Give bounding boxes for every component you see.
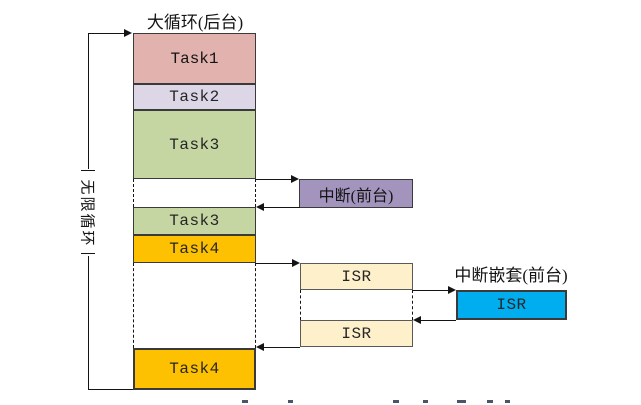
isr-return-arrowhead-icon — [256, 343, 264, 351]
interrupt-box: 中断(前台) — [299, 179, 413, 208]
task4-resumed-label: Task4 — [169, 360, 220, 378]
interrupt-label: 中断(前台) — [318, 187, 394, 205]
interrupt-call-arrowhead-icon — [291, 175, 299, 183]
nested-return-arrowhead-icon — [413, 316, 421, 324]
task4-block: Task4 — [133, 235, 256, 263]
nested-interrupt-title: 中断嵌套(前台) — [454, 266, 568, 285]
loop-bottom-line — [88, 389, 134, 390]
isr-call-arrowhead-icon — [292, 259, 300, 267]
loop-top-line — [88, 33, 124, 34]
gap2-left-dashed-edge — [133, 263, 134, 348]
interrupt-return-arrowhead-icon — [256, 203, 264, 211]
loop-line-lower — [88, 256, 89, 389]
background-loop-title: 大循环(后台) — [146, 13, 244, 32]
isr-return-line — [264, 347, 300, 348]
interrupt-return-line — [264, 207, 300, 208]
task3-resumed-label: Task3 — [169, 212, 220, 230]
isr-gap-right-dashed-edge — [412, 290, 413, 320]
task4-block-resumed: Task4 — [133, 348, 256, 390]
loop-line-upper — [88, 33, 89, 169]
task3-block-resumed: Task3 — [133, 207, 256, 235]
task1-block: Task1 — [133, 33, 256, 84]
nested-isr-label: ISR — [496, 296, 527, 314]
isr-first-label: ISR — [341, 267, 372, 286]
loop-arrowhead-icon — [124, 29, 132, 37]
gap1-right-dashed-edge — [255, 179, 256, 207]
isr-box-second: ISR — [300, 320, 413, 347]
loop-label-bottom-tick — [81, 253, 95, 254]
loop-label-top-tick — [81, 170, 95, 171]
gap1-left-dashed-edge — [133, 179, 134, 207]
infinite-loop-label: 无限循环 — [78, 178, 95, 248]
task2-block: Task2 — [133, 84, 256, 110]
task3-block: Task3 — [133, 110, 256, 179]
isr-box-first: ISR — [300, 263, 413, 290]
isr-gap-left-dashed-edge — [300, 290, 301, 320]
nested-return-line — [421, 320, 456, 321]
task4-label: Task4 — [169, 240, 220, 258]
isr-second-label: ISR — [341, 324, 372, 343]
gap2-right-dashed-edge — [255, 263, 256, 348]
isr-call-line — [256, 263, 293, 264]
nested-call-arrowhead-icon — [448, 286, 456, 294]
interrupt-call-line — [256, 179, 292, 180]
task3-label: Task3 — [169, 135, 220, 154]
nested-isr-box: ISR — [456, 290, 567, 320]
task1-label: Task1 — [170, 49, 219, 68]
task2-label: Task2 — [169, 88, 220, 106]
nested-call-line — [413, 290, 449, 291]
